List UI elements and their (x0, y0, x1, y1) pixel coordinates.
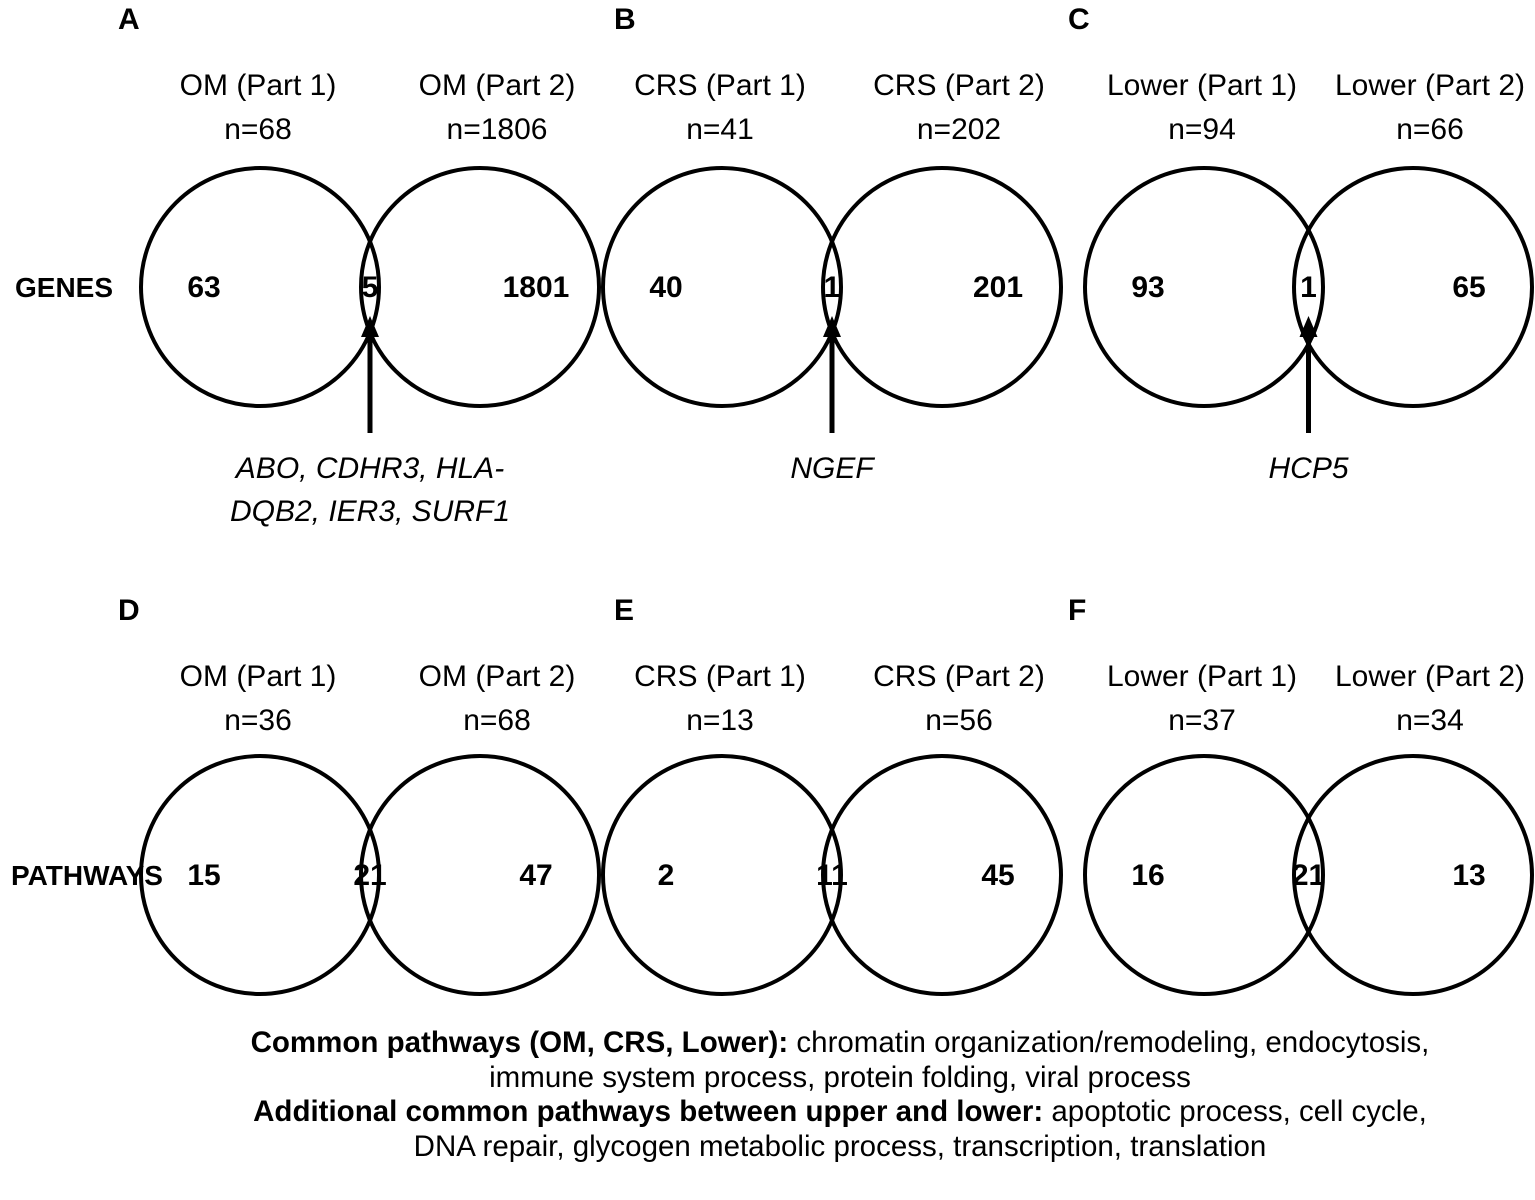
left-only-count: 15 (187, 859, 220, 892)
left-set-name: Lower (Part 1) (1107, 69, 1297, 102)
left-set-name: CRS (Part 1) (634, 660, 806, 693)
left-set-circle (1083, 754, 1325, 996)
left-set-size: n=68 (224, 113, 292, 146)
panel-b: B CRS (Part 1) n=41 CRS (Part 2) n=202 40 1 201… (601, 3, 1063, 485)
right-set-size: n=66 (1396, 113, 1464, 146)
overlap-count: 21 (353, 859, 386, 892)
left-set-size: n=41 (686, 113, 754, 146)
right-only-count: 47 (519, 859, 552, 892)
left-set-size: n=13 (686, 704, 754, 737)
right-set-circle (1292, 754, 1534, 996)
panel-d: D OM (Part 1) n=36 OM (Part 2) n=68 15 21 47 (118, 594, 601, 996)
right-set-size: n=1806 (447, 113, 548, 146)
left-only-count: 63 (187, 271, 220, 304)
right-only-count: 45 (981, 859, 1014, 892)
overlap-gene-list: DQB2, IER3, SURF1 (230, 495, 510, 528)
right-only-count: 201 (973, 271, 1023, 304)
right-only-count: 1801 (503, 271, 570, 304)
overlap-arrow-head (1299, 316, 1318, 337)
right-set-size: n=202 (917, 113, 1001, 146)
common-pathways-list-2: immune system process, protein folding, … (489, 1060, 1191, 1094)
right-set-name: OM (Part 2) (419, 69, 576, 102)
left-set-size: n=37 (1168, 704, 1236, 737)
right-set-name: Lower (Part 2) (1335, 660, 1525, 693)
right-only-count: 13 (1452, 859, 1485, 892)
right-only-count: 65 (1452, 271, 1485, 304)
left-set-name: CRS (Part 1) (634, 69, 806, 102)
panel-letter: F (1068, 594, 1086, 627)
right-set-name: CRS (Part 2) (873, 69, 1045, 102)
right-set-circle (359, 754, 601, 996)
left-only-count: 16 (1131, 859, 1164, 892)
left-only-count: 93 (1131, 271, 1164, 304)
right-set-circle (821, 166, 1063, 408)
right-set-circle (1292, 166, 1534, 408)
additional-pathways-heading: Additional common pathways between upper… (253, 1095, 1044, 1128)
overlap-count: 21 (1292, 859, 1325, 892)
overlap-gene-list: ABO, CDHR3, HLA- (234, 452, 504, 485)
overlap-gene-list: NGEF (790, 452, 875, 485)
row-pathways: PATHWAYS D OM (Part 1) n=36 OM (Part 2) n=68 1… (11, 594, 1534, 996)
right-set-name: Lower (Part 2) (1335, 69, 1525, 102)
overlap-count: 1 (1300, 271, 1317, 304)
panel-letter: D (118, 594, 140, 627)
common-pathways-line-1: Common pathways (OM, CRS, Lower): chroma… (140, 1026, 1535, 1061)
left-set-circle (1083, 166, 1325, 408)
left-only-count: 2 (658, 859, 675, 892)
additional-pathways-line-1: Additional common pathways between upper… (140, 1095, 1535, 1130)
common-pathways-heading: Common pathways (OM, CRS, Lower): (250, 1026, 789, 1059)
left-set-name: OM (Part 1) (180, 660, 337, 693)
right-set-circle (821, 754, 1063, 996)
panel-letter: E (614, 594, 634, 627)
right-set-size: n=34 (1396, 704, 1464, 737)
left-set-name: Lower (Part 1) (1107, 660, 1297, 693)
left-only-count: 40 (649, 271, 682, 304)
overlap-count: 1 (824, 271, 841, 304)
additional-pathways-list-1: apoptotic process, cell cycle, (1051, 1095, 1427, 1128)
left-set-size: n=94 (1168, 113, 1236, 146)
panel-letter: B (614, 3, 636, 36)
overlap-arrow-head (823, 316, 841, 337)
left-set-name: OM (Part 1) (180, 69, 337, 102)
overlap-gene-list: HCP5 (1268, 452, 1348, 485)
overlap-count: 11 (816, 859, 848, 892)
right-set-name: OM (Part 2) (419, 660, 576, 693)
row-genes: GENES A OM (Part 1) n=68 OM (Part 2) n=1806 63… (15, 3, 1534, 528)
left-set-circle (139, 754, 381, 996)
overlap-count: 5 (362, 271, 379, 304)
panel-a: A OM (Part 1) n=68 OM (Part 2) n=1806 63 5 1801… (118, 3, 601, 528)
panel-letter: C (1068, 3, 1090, 36)
left-set-size: n=36 (224, 704, 292, 737)
panel-f: F Lower (Part 1) n=37 Lower (Part 2) n=34 16 2… (1068, 594, 1534, 996)
left-set-circle (601, 166, 843, 408)
additional-pathways-list-2: DNA repair, glycogen metabolic process, … (413, 1129, 1267, 1163)
panel-c: C Lower (Part 1) n=94 Lower (Part 2) n=66 93 1… (1068, 3, 1534, 485)
row-label: GENES (15, 272, 113, 303)
right-set-name: CRS (Part 2) (873, 660, 1045, 693)
left-set-circle (139, 166, 381, 408)
left-set-circle (601, 754, 843, 996)
pathway-summary: Common pathways (OM, CRS, Lower): chroma… (140, 1026, 1535, 1164)
common-pathways-list-1: chromatin organization/remodeling, endoc… (796, 1026, 1430, 1059)
right-set-size: n=68 (463, 704, 531, 737)
right-set-size: n=56 (925, 704, 993, 737)
right-set-circle (359, 166, 601, 408)
panel-letter: A (118, 3, 140, 36)
row-label: PATHWAYS (11, 860, 163, 891)
overlap-arrow-head (361, 316, 379, 337)
